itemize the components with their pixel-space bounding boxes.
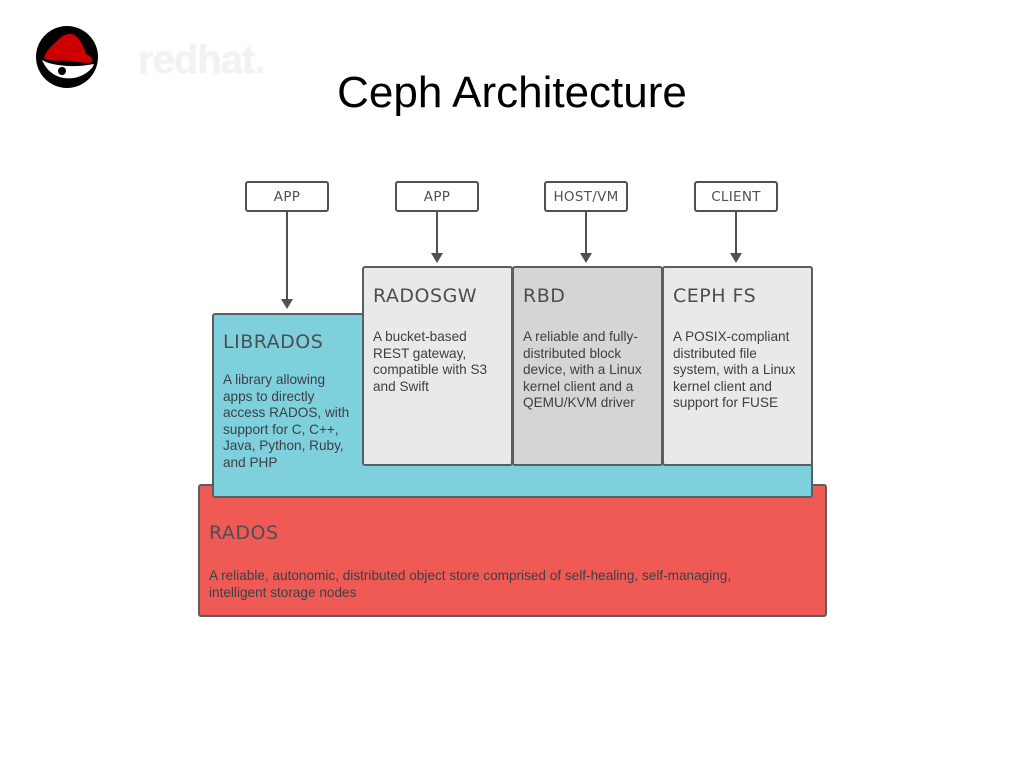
rados-description: A reliable, autonomic, distributed objec… [209, 568, 732, 600]
rados-block: RADOS A reliable, autonomic, distributed… [198, 484, 827, 617]
client-box-client: CLIENT [694, 181, 778, 212]
cephfs-description: A POSIX-compliant distributed file syste… [673, 329, 796, 410]
rbd-title: RBD [523, 285, 566, 307]
radosgw-block: RADOSGW A bucket-based REST gateway, com… [362, 266, 513, 466]
rbd-block: RBD A reliable and fully-distributed blo… [512, 266, 663, 466]
client-box-app-1: APP [245, 181, 329, 212]
logo-wordmark: redhat. [138, 38, 265, 82]
radosgw-description: A bucket-based REST gateway, compatible … [373, 329, 488, 394]
rados-title: RADOS [209, 522, 279, 544]
red-hat-logo: redhat. [34, 24, 265, 90]
librados-description: A library allowing apps to directly acce… [223, 372, 350, 470]
cephfs-title: CEPH FS [673, 285, 757, 307]
client-box-app-2: APP [395, 181, 479, 212]
slide-title: Ceph Architecture [337, 68, 687, 117]
shadowman-hat-icon [36, 26, 98, 88]
client-box-host-vm: HOST/VM [544, 181, 628, 212]
cephfs-block: CEPH FS A POSIX-compliant distributed fi… [662, 266, 813, 466]
rbd-description: A reliable and fully-distributed block d… [523, 329, 642, 410]
radosgw-title: RADOSGW [373, 285, 478, 307]
librados-title: LIBRADOS [223, 331, 324, 353]
